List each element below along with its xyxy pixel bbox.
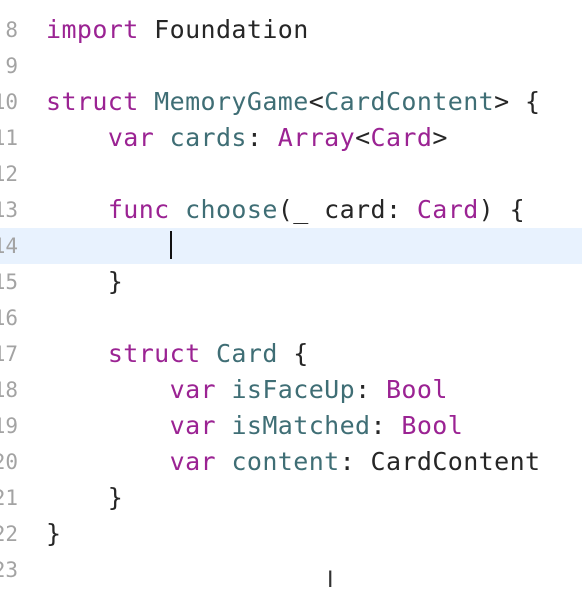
identifier-token: content: [231, 447, 340, 476]
code-line[interactable]: 14: [0, 228, 582, 264]
code-text: struct MemoryGame<CardContent> {: [46, 84, 540, 120]
keyword-token: var: [169, 447, 216, 476]
plain-token: [170, 195, 185, 224]
code-line[interactable]: 9: [0, 48, 582, 84]
code-text: var isMatched: Bool: [46, 408, 463, 444]
code-line[interactable]: 12: [0, 156, 582, 192]
keyword-token: Bool: [401, 411, 464, 440]
identifier-token: Card: [215, 339, 278, 368]
plain-token: CardContent: [370, 447, 541, 476]
identifier-token: cards: [169, 123, 247, 152]
plain-token: [46, 375, 170, 404]
code-text: }: [46, 264, 123, 300]
plain-token: <: [355, 123, 371, 152]
identifier-token: isFaceUp: [231, 375, 356, 404]
keyword-token: struct: [107, 339, 201, 368]
plain-token: Foundation: [138, 15, 309, 44]
keyword-token: func: [107, 195, 170, 224]
code-line[interactable]: 15 }: [0, 264, 582, 300]
code-text: func choose(_ card: Card) {: [46, 192, 525, 228]
code-text: var isFaceUp: Bool: [46, 372, 448, 408]
keyword-token: var: [107, 123, 155, 152]
text-cursor: [169, 231, 172, 259]
code-line[interactable]: 8 import Foundation: [0, 12, 582, 48]
identifier-token: MemoryGame: [154, 87, 309, 116]
code-line[interactable]: 19 var isMatched: Bool: [0, 408, 582, 444]
line-number: 23: [0, 558, 18, 582]
keyword-token: import: [46, 15, 139, 44]
code-text: var cards: Array<Card>: [46, 120, 448, 156]
plain-token: [46, 411, 170, 440]
keyword-token: Array: [277, 123, 356, 152]
plain-token: [46, 447, 170, 476]
line-number: 13: [0, 198, 18, 222]
code-line[interactable]: 11 var cards: Array<Card>: [0, 120, 582, 156]
code-line[interactable]: 23: [0, 552, 582, 584]
code-line[interactable]: 13 func choose(_ card: Card) {: [0, 192, 582, 228]
line-number: 19: [0, 414, 18, 438]
code-line[interactable]: 17 struct Card {: [0, 336, 582, 372]
keyword-token: var: [169, 411, 216, 440]
keyword-token: Card: [370, 123, 433, 152]
code-text: [46, 228, 172, 264]
plain-token: :: [355, 375, 386, 404]
plain-token: }: [46, 519, 62, 548]
plain-token: :: [339, 447, 371, 476]
plain-token: >: [432, 123, 448, 152]
keyword-token: var: [169, 375, 216, 404]
plain-token: [46, 339, 108, 368]
plain-token: (_ card:: [277, 195, 417, 224]
code-text: struct Card {: [46, 336, 309, 372]
line-number: 18: [0, 378, 18, 402]
plain-token: > {: [494, 87, 541, 116]
plain-token: :: [370, 411, 402, 440]
i-beam-icon: I: [327, 568, 334, 593]
line-number: 21: [0, 486, 18, 510]
plain-token: [46, 123, 108, 152]
line-number: 14: [0, 234, 18, 258]
plain-token: :: [246, 123, 278, 152]
keyword-token: Card: [416, 195, 479, 224]
code-text: var content: CardContent: [46, 444, 540, 480]
line-number: 15: [0, 270, 18, 294]
line-number: 20: [0, 450, 18, 474]
plain-token: [216, 411, 231, 440]
line-number: 9: [5, 54, 18, 78]
identifier-token: CardContent: [324, 87, 495, 116]
plain-token: }: [46, 483, 124, 512]
plain-token: [154, 123, 169, 152]
keyword-token: struct: [46, 87, 139, 116]
code-text: }: [46, 480, 123, 516]
line-number: 11: [0, 126, 18, 150]
code-line[interactable]: 22}: [0, 516, 582, 552]
identifier-token: isMatched: [231, 411, 371, 440]
plain-token: [201, 339, 216, 368]
code-text: import Foundation: [46, 12, 309, 48]
identifier-token: choose: [185, 195, 278, 224]
code-line[interactable]: 20 var content: CardContent: [0, 444, 582, 480]
plain-token: [216, 375, 231, 404]
plain-token: <: [308, 87, 325, 116]
plain-token: [216, 447, 231, 476]
code-line[interactable]: 16: [0, 300, 582, 336]
code-line[interactable]: 10 struct MemoryGame<CardContent> {: [0, 84, 582, 120]
line-number: 10: [0, 90, 18, 114]
plain-token: }: [46, 267, 124, 296]
line-number: 16: [0, 306, 18, 330]
code-text: }: [46, 516, 61, 552]
plain-token: ) {: [478, 195, 526, 224]
plain-token: [46, 195, 108, 224]
line-number: 12: [0, 162, 18, 186]
code-line[interactable]: 18 var isFaceUp: Bool: [0, 372, 582, 408]
line-number: 8: [5, 18, 18, 42]
plain-token: [139, 87, 154, 116]
line-number: 22: [0, 522, 18, 546]
code-line[interactable]: 21 }: [0, 480, 582, 516]
line-number: 17: [0, 342, 18, 366]
keyword-token: Bool: [385, 375, 448, 404]
plain-token: {: [277, 339, 309, 368]
